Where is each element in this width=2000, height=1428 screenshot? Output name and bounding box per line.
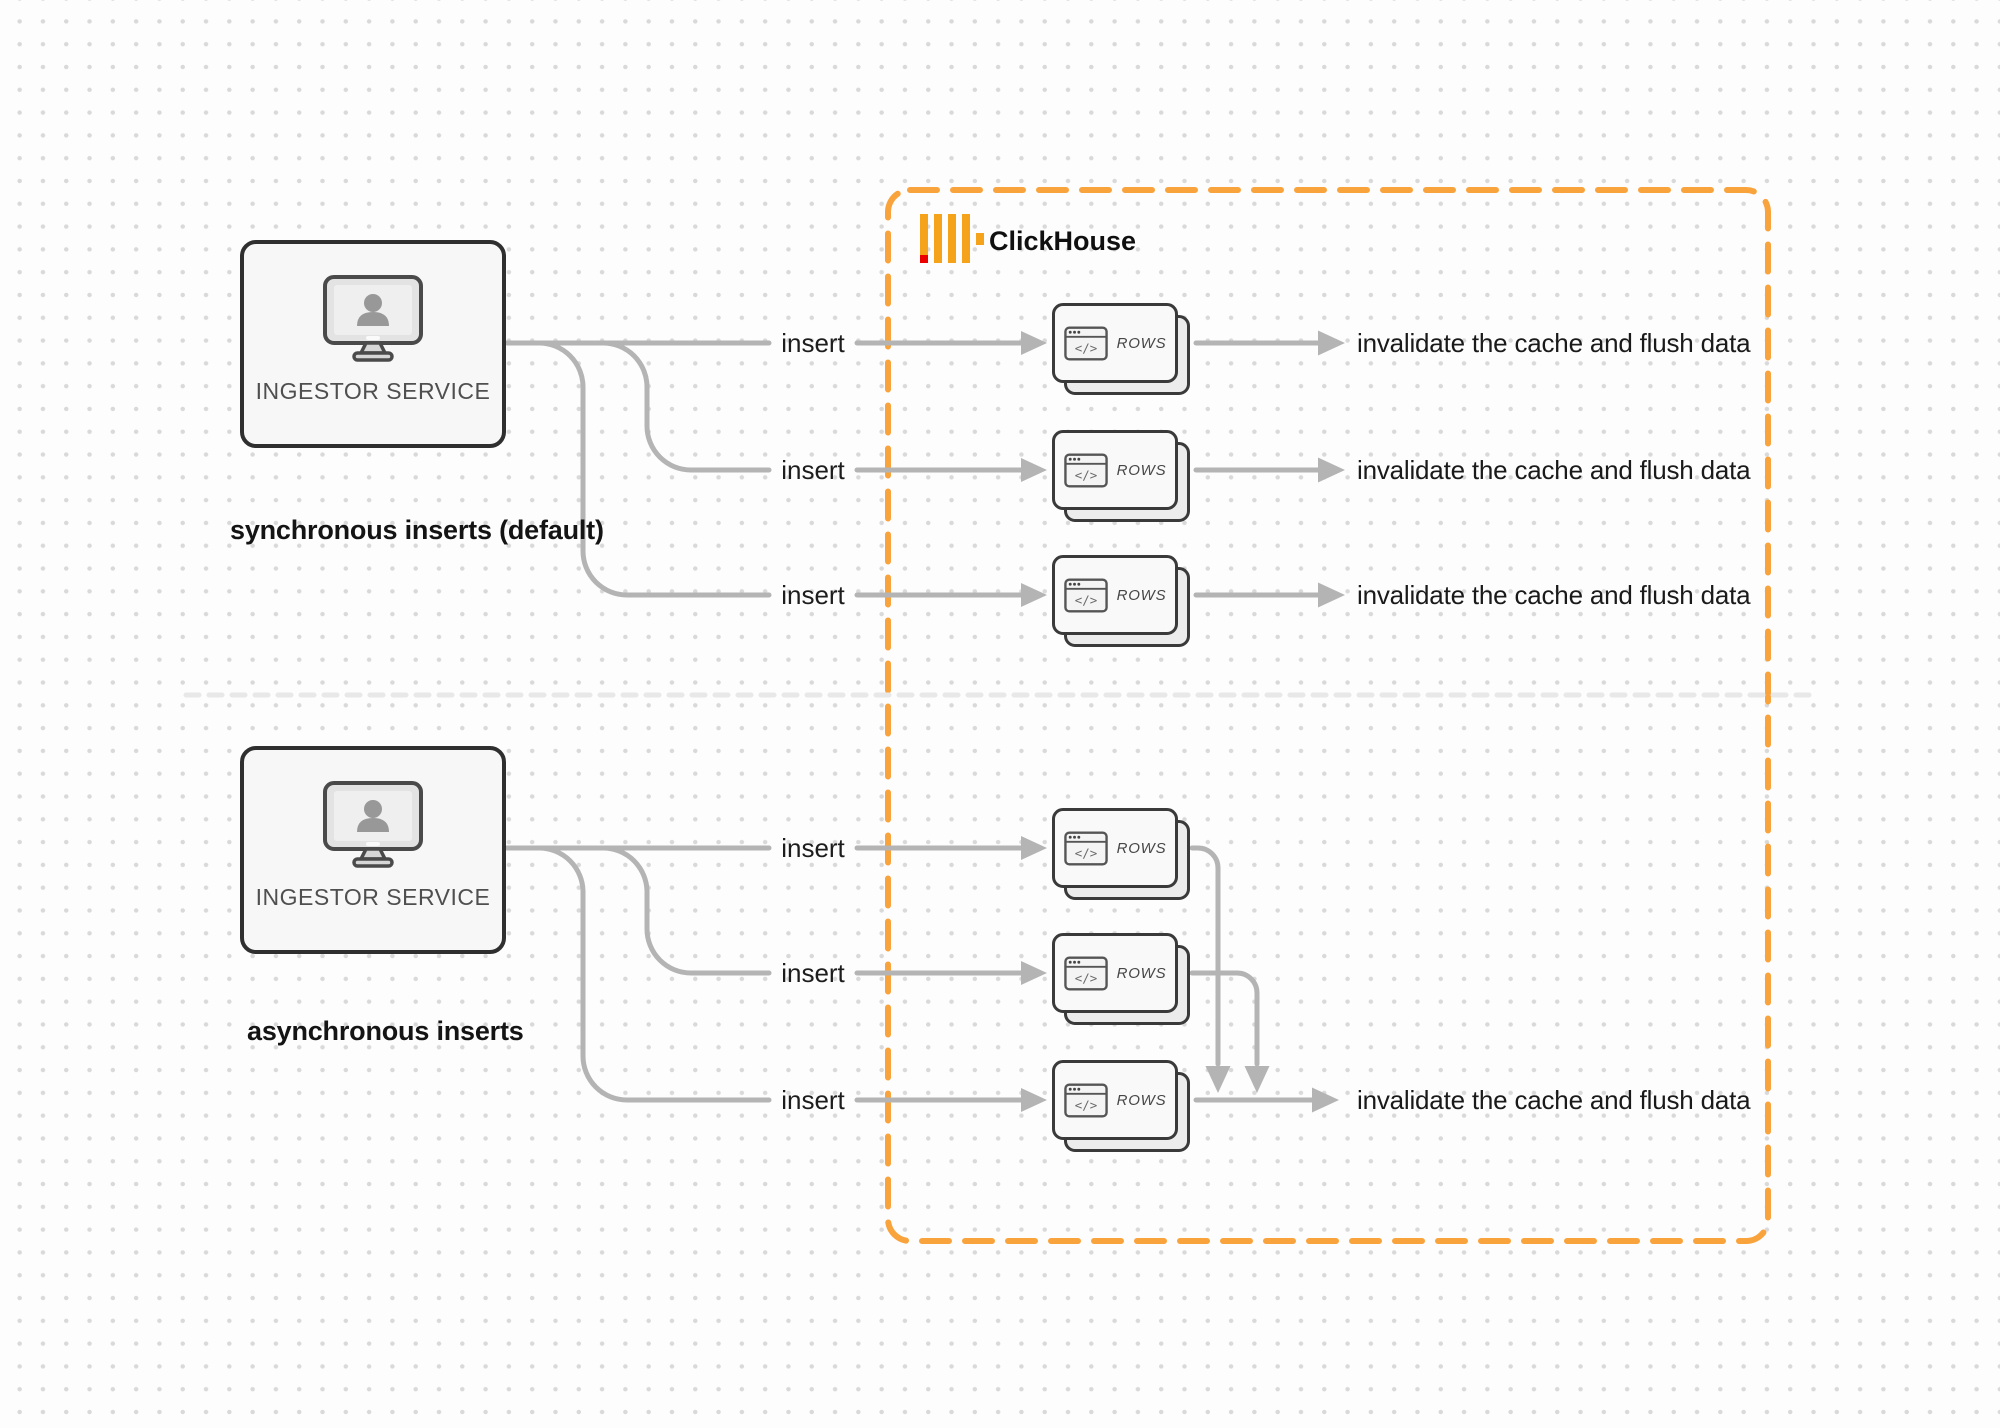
- result-label: invalidate the cache and flush data: [1357, 579, 1751, 610]
- async-connectors: [504, 836, 1339, 1113]
- insert-label: insert: [781, 957, 845, 988]
- svg-text:</>: </>: [1074, 970, 1096, 985]
- monitor-user-icon: [323, 275, 423, 362]
- rows-card: </> ROWS: [1052, 555, 1192, 649]
- insert-label: insert: [781, 327, 845, 358]
- rows-card: </> ROWS: [1052, 303, 1192, 397]
- result-label: invalidate the cache and flush data: [1357, 327, 1751, 358]
- ingestor-service-box-async: INGESTOR SERVICE: [240, 746, 506, 954]
- code-window-icon: </>: [1063, 453, 1108, 487]
- svg-text:</>: </>: [1074, 845, 1096, 860]
- rows-card-front: </> ROWS: [1052, 555, 1178, 635]
- rows-card: </> ROWS: [1052, 933, 1192, 1027]
- service-box-label: INGESTOR SERVICE: [255, 378, 491, 404]
- rows-card-front: </> ROWS: [1052, 933, 1178, 1013]
- svg-text:</>: </>: [1074, 340, 1096, 355]
- rows-card-front: </> ROWS: [1052, 303, 1178, 383]
- clickhouse-logo-icon: [920, 214, 984, 263]
- rows-card-front: </> ROWS: [1052, 430, 1178, 510]
- result-label: invalidate the cache and flush data: [1357, 1084, 1751, 1115]
- sync-connectors: [504, 330, 1345, 608]
- insert-label: insert: [781, 1084, 845, 1115]
- ingestor-service-box-sync: INGESTOR SERVICE: [240, 240, 506, 448]
- result-label: invalidate the cache and flush data: [1357, 454, 1751, 485]
- rows-card: </> ROWS: [1052, 808, 1192, 902]
- monitor-user-icon: [323, 781, 423, 868]
- rows-card-label: ROWS: [1116, 334, 1167, 352]
- service-box-label: INGESTOR SERVICE: [255, 884, 491, 910]
- rows-card: </> ROWS: [1052, 1060, 1192, 1154]
- rows-card-label: ROWS: [1116, 586, 1167, 604]
- rows-card-label: ROWS: [1116, 964, 1167, 982]
- code-window-icon: </>: [1063, 956, 1108, 990]
- code-window-icon: </>: [1063, 831, 1108, 865]
- insert-label: insert: [781, 454, 845, 485]
- rows-card-label: ROWS: [1116, 461, 1167, 479]
- rows-card: </> ROWS: [1052, 430, 1192, 524]
- code-window-icon: </>: [1063, 326, 1108, 360]
- async-caption: asynchronous inserts: [247, 1016, 524, 1046]
- rows-card-front: </> ROWS: [1052, 808, 1178, 888]
- svg-text:</>: </>: [1074, 592, 1096, 607]
- sync-caption: synchronous inserts (default): [230, 515, 604, 545]
- code-window-icon: </>: [1063, 1083, 1108, 1117]
- insert-label: insert: [781, 832, 845, 863]
- rows-card-label: ROWS: [1116, 839, 1167, 857]
- clickhouse-brand-label: ClickHouse: [989, 225, 1137, 256]
- code-window-icon: </>: [1063, 578, 1108, 612]
- svg-text:</>: </>: [1074, 467, 1096, 482]
- svg-text:</>: </>: [1074, 1097, 1096, 1112]
- rows-card-label: ROWS: [1116, 1091, 1167, 1109]
- rows-card-front: </> ROWS: [1052, 1060, 1178, 1140]
- clickhouse-dashed-border: [885, 187, 1771, 1244]
- insert-label: insert: [781, 579, 845, 610]
